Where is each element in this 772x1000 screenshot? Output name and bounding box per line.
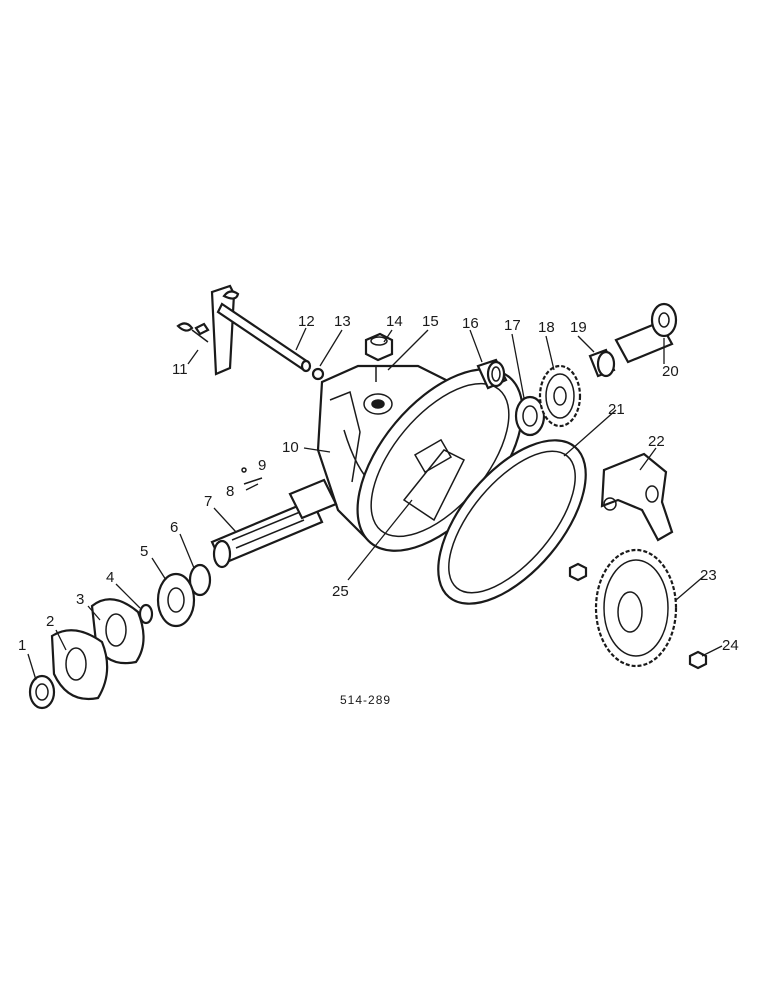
- label-part-22: 22: [648, 433, 665, 450]
- part-18-gear: [538, 364, 582, 428]
- part-19-bearing: [588, 348, 616, 378]
- label-part-11: 11: [172, 361, 188, 378]
- drawing-code: 514-289: [340, 693, 391, 707]
- label-part-13: 13: [334, 313, 351, 330]
- part-1-seal: [28, 674, 56, 710]
- part-5-bearing: [156, 572, 196, 628]
- part-9-ball: [241, 467, 247, 473]
- label-part-9: 9: [258, 457, 266, 474]
- part-17-seal: [514, 395, 546, 437]
- label-part-2: 2: [46, 613, 54, 630]
- label-part-24: 24: [722, 637, 739, 654]
- label-part-6: 6: [170, 519, 178, 536]
- part-8-pin: [243, 477, 263, 485]
- part-2-cover-plate: [50, 629, 109, 701]
- label-part-16: 16: [462, 315, 479, 332]
- label-part-8: 8: [226, 483, 234, 500]
- label-part-10: 10: [282, 439, 299, 456]
- label-part-3: 3: [76, 591, 84, 608]
- part-14-plug: [364, 332, 394, 362]
- label-part-12: 12: [298, 313, 315, 330]
- label-part-19: 19: [570, 319, 587, 336]
- label-part-4: 4: [106, 569, 114, 586]
- part-labels: 1 2 3 4 5 6 7 8 9 10 11 12 13 14 15 16 1…: [18, 313, 739, 654]
- part-6-snap-ring: [188, 563, 212, 597]
- part-20-shaft: [614, 302, 678, 364]
- part-12-shifter-rod: [210, 284, 312, 376]
- part-7-splined-shaft: [210, 478, 338, 569]
- label-part-7: 7: [204, 493, 212, 510]
- label-part-1: 1: [18, 637, 26, 654]
- label-part-5: 5: [140, 543, 148, 560]
- part-24-nut: [568, 562, 708, 670]
- part-22-shift-fork: [600, 452, 674, 542]
- label-part-25: 25: [332, 583, 349, 600]
- part-16-bearing: [476, 358, 508, 390]
- label-part-21: 21: [608, 401, 625, 418]
- label-part-14: 14: [386, 313, 403, 330]
- label-part-23: 23: [700, 567, 717, 584]
- part-13-o-ring: [311, 367, 325, 381]
- label-part-17: 17: [504, 317, 521, 334]
- leader-lines: [27, 327, 723, 681]
- label-part-20: 20: [662, 363, 679, 380]
- label-part-18: 18: [538, 319, 555, 336]
- label-part-15: 15: [422, 313, 439, 330]
- part-4-washer: [138, 603, 154, 625]
- part-11-wing-bolt: [176, 322, 210, 343]
- part-23-ring-gear: [594, 548, 678, 668]
